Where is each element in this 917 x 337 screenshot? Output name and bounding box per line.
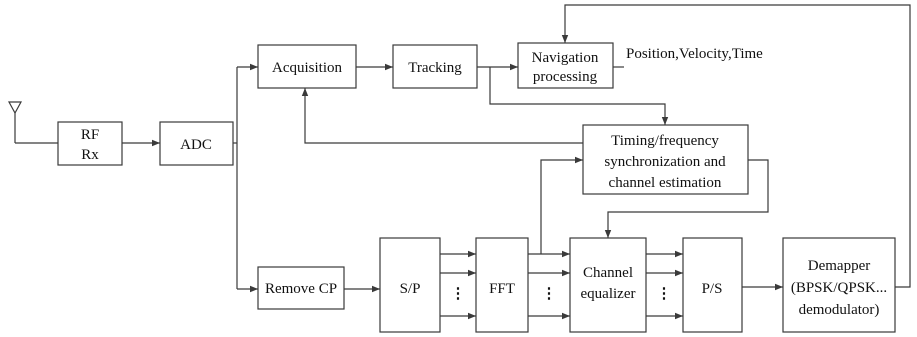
tracking-block: Tracking: [392, 44, 478, 89]
sync-label-line2: synchronization and: [604, 154, 726, 170]
demapper-label-line2: (BPSK/QPSK...: [791, 280, 887, 296]
demapper-label-line3: demodulator): [799, 302, 880, 318]
antenna-icon: [7, 101, 23, 143]
equalizer-label-line1: Channel: [583, 265, 633, 281]
arrow-sync-equalizer: [604, 159, 769, 238]
sync-label-line1: Timing/frequency: [611, 133, 719, 149]
rf-rx-block: RF Rx: [57, 121, 123, 166]
arrow-fft-sync: [540, 156, 583, 254]
pvt-output-label: Position,Velocity,Time: [626, 46, 763, 62]
sp-label: S/P: [400, 281, 421, 297]
connections: [15, 4, 911, 320]
equalizer-label-line2: equalizer: [581, 286, 636, 302]
acquisition-block: Acquisition: [257, 44, 357, 89]
parallel-ellipsis-fft-eq: ⋮: [542, 286, 557, 302]
remove-cp-block: Remove CP: [257, 266, 345, 310]
channel-equalizer-block: Channel equalizer: [569, 237, 647, 333]
rf-rx-label-line1: RF: [81, 127, 99, 143]
rf-rx-label-line2: Rx: [81, 147, 99, 163]
arrow-tracking-sync: [489, 67, 669, 125]
arrow-demapper-nav: [561, 4, 911, 288]
arrow-sync-acquisition: [301, 88, 583, 144]
ps-label: P/S: [702, 281, 723, 297]
navigation-label-line1: Navigation: [532, 50, 599, 66]
acquisition-label: Acquisition: [272, 60, 342, 76]
sync-estimation-block: Timing/frequency synchronization and cha…: [582, 124, 749, 195]
sync-label-line3: channel estimation: [609, 175, 722, 191]
demapper-block: Demapper (BPSK/QPSK... demodulator): [782, 237, 896, 333]
sp-block: S/P: [379, 237, 441, 333]
demapper-label-line1: Demapper: [808, 258, 870, 274]
navigation-processing-block: Navigation processing: [517, 42, 614, 89]
parallel-ellipsis-sp-fft: ⋮: [451, 286, 466, 302]
parallel-ellipsis-eq-ps: ⋮: [657, 286, 672, 302]
adc-block: ADC: [159, 121, 234, 166]
ps-block: P/S: [682, 237, 743, 333]
remove-cp-label: Remove CP: [265, 281, 337, 297]
fft-label: FFT: [489, 281, 515, 297]
tracking-label: Tracking: [408, 60, 462, 76]
navigation-label-line2: processing: [533, 69, 598, 85]
fft-block: FFT: [475, 237, 529, 333]
adc-label: ADC: [180, 137, 212, 153]
